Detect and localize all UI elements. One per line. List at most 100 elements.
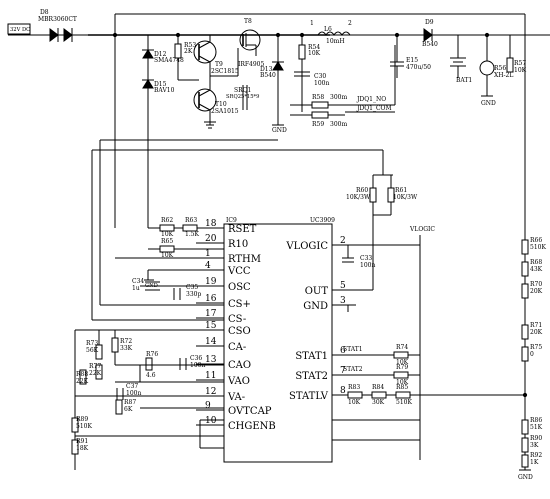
- d9-value: B540: [422, 41, 438, 48]
- ground-symbols: GND GND GND GND: [144, 95, 533, 481]
- r87-ref: R87: [124, 399, 136, 406]
- r76-value: 4.6: [146, 372, 156, 379]
- r61-ref: R61: [395, 187, 407, 194]
- vlogic-net: VLOGIC: [409, 226, 435, 233]
- r57-value: 10K: [514, 67, 527, 74]
- ic-pin-num-15: 15: [205, 321, 217, 331]
- d8-value: MBR3060CT: [38, 16, 77, 23]
- r70-value: 20K: [530, 288, 543, 295]
- r91-value: 18K: [76, 445, 89, 452]
- r60-r61: R60 10K/3W R61 10K/3W: [346, 150, 418, 216]
- ic-pin-num-6: 6: [340, 346, 346, 356]
- ic-pin-label-chgenb: CHGENB: [228, 421, 276, 432]
- d15-value: BAV10: [154, 87, 175, 94]
- sr01-ref: SRQ1: [234, 87, 251, 94]
- d15-ref: D15: [154, 81, 167, 88]
- ic-pin-num-5: 5: [340, 281, 346, 291]
- r72-value: 33K: [120, 345, 133, 352]
- r75-ref: R75: [530, 344, 542, 351]
- r66-value: 510K: [530, 244, 546, 251]
- gnd-label-1: GND: [272, 127, 287, 134]
- d12-ref: D12: [154, 51, 167, 58]
- c30-ref: C30: [314, 73, 326, 80]
- input-label: 32V DC: [10, 27, 30, 33]
- d13-ref: D13: [260, 66, 273, 73]
- r86-ref: R86: [530, 417, 542, 424]
- r53-value: 2K: [184, 48, 193, 55]
- r90-ref: R90: [530, 435, 542, 442]
- r58-value: 300m: [330, 94, 347, 101]
- r54-value: 10K: [308, 50, 321, 57]
- r71-ref: R71: [530, 322, 542, 329]
- r68-ref: R68: [530, 259, 542, 266]
- r71-value: 20K: [530, 329, 543, 336]
- d9-ref: D9: [425, 19, 434, 26]
- r56-value: XH-2L: [494, 72, 513, 79]
- r60-value: 10K/3W: [346, 194, 371, 201]
- r72-ref: R72: [120, 338, 132, 345]
- r85-ref: R85: [396, 384, 408, 391]
- ic-pin-num-9: 9: [205, 401, 211, 411]
- bat-ref: BAT1: [456, 77, 472, 84]
- driver-stage: D12 SMA4748 D15 BAV10 R53 2K T9 2SC1815 …: [142, 35, 239, 125]
- r86-value: 51K: [530, 424, 543, 431]
- r84-ref: R84: [372, 384, 384, 391]
- rset-network: R62 10K R63 1.5K R65 10K C34 1u C35 330p: [115, 217, 224, 300]
- right-ladder: R66 510K R68 43K R70 20K R71 20K R75 0 R…: [521, 237, 546, 468]
- top-power-rail: 32V DC D8 MBR3060CT: [7, 9, 550, 470]
- ic-pin-label-cso: CSO: [228, 326, 251, 337]
- r77-ref: R77: [89, 363, 101, 370]
- ic-pin-label-statlv: STATLV: [289, 391, 329, 402]
- compensation-network: R72 33K R73 56K R76 4.6 C36 100n R77 22K…: [71, 329, 224, 470]
- ic-pin-label-vao: VAO: [227, 376, 250, 387]
- r89-ref: R89: [76, 416, 88, 423]
- t8-value: IRF4905: [238, 61, 265, 68]
- r59-ref: R59: [312, 121, 324, 128]
- r83-ref: R83: [348, 384, 360, 391]
- stat2-net: STAT2: [343, 366, 363, 373]
- r92-value: 1K: [530, 459, 539, 466]
- r61-value: 10K/3W: [393, 194, 418, 201]
- ic-pin-label-stat1: STAT1: [295, 351, 328, 362]
- ic-pin-label-vcc: VCC: [227, 266, 251, 277]
- d12-value: SMA4748: [154, 57, 184, 64]
- r74-value: 10K: [396, 359, 409, 366]
- ic-pin-label-osc: OSC: [228, 282, 251, 293]
- sr01-value: SRQ25*15*9: [226, 94, 259, 100]
- l6-ref: L6: [324, 26, 332, 33]
- power-switch: T8 IRF4905 D13 B540 SRQ1 SRQ25*15*9: [226, 18, 284, 125]
- ic-pin-label-va: VA-: [227, 392, 245, 403]
- r63-ref: R63: [185, 217, 197, 224]
- e15-ref: E15: [406, 57, 418, 64]
- gnd-label-3: GND: [518, 474, 533, 481]
- r91-ref: R91: [76, 438, 88, 445]
- ic-pin-label-cs: CS+: [228, 299, 251, 310]
- r56-ref: R56: [494, 65, 506, 72]
- c33-ref: C33: [360, 255, 372, 262]
- battery-section: D9 B540 E15 470u/50 BAT1 R56 XH-2L R57 1…: [390, 19, 527, 96]
- ic-pin-num-18: 18: [205, 219, 217, 229]
- r87-value: 6K: [124, 406, 133, 413]
- r58-ref: R58: [312, 94, 324, 101]
- stat1-net: STAT1: [343, 346, 363, 353]
- r59-value: 300m: [330, 121, 347, 128]
- r92-ref: R92: [530, 452, 542, 459]
- d8-ref: D8: [40, 9, 49, 16]
- r77-value: 22K: [89, 370, 102, 377]
- r75-value: 0: [530, 351, 534, 358]
- r68-value: 43K: [530, 266, 543, 273]
- r90-value: 3K: [530, 442, 539, 449]
- ic-pin-num-11: 11: [205, 371, 216, 381]
- c33-value: 100n: [360, 262, 375, 269]
- r85-value: 510K: [396, 399, 412, 406]
- ic-pin-num-20: 20: [205, 234, 217, 244]
- t10-value: 2SA1015: [211, 108, 239, 115]
- ic-ref: IC9: [226, 217, 237, 224]
- ic-part: UC3909: [310, 217, 335, 224]
- r70-ref: R70: [530, 281, 542, 288]
- ic-pin-num-2: 2: [340, 236, 346, 246]
- ic-pin-num-10: 10: [205, 416, 217, 426]
- ic-pin-num-7: 7: [340, 366, 346, 376]
- r79-value: 10K: [396, 379, 409, 386]
